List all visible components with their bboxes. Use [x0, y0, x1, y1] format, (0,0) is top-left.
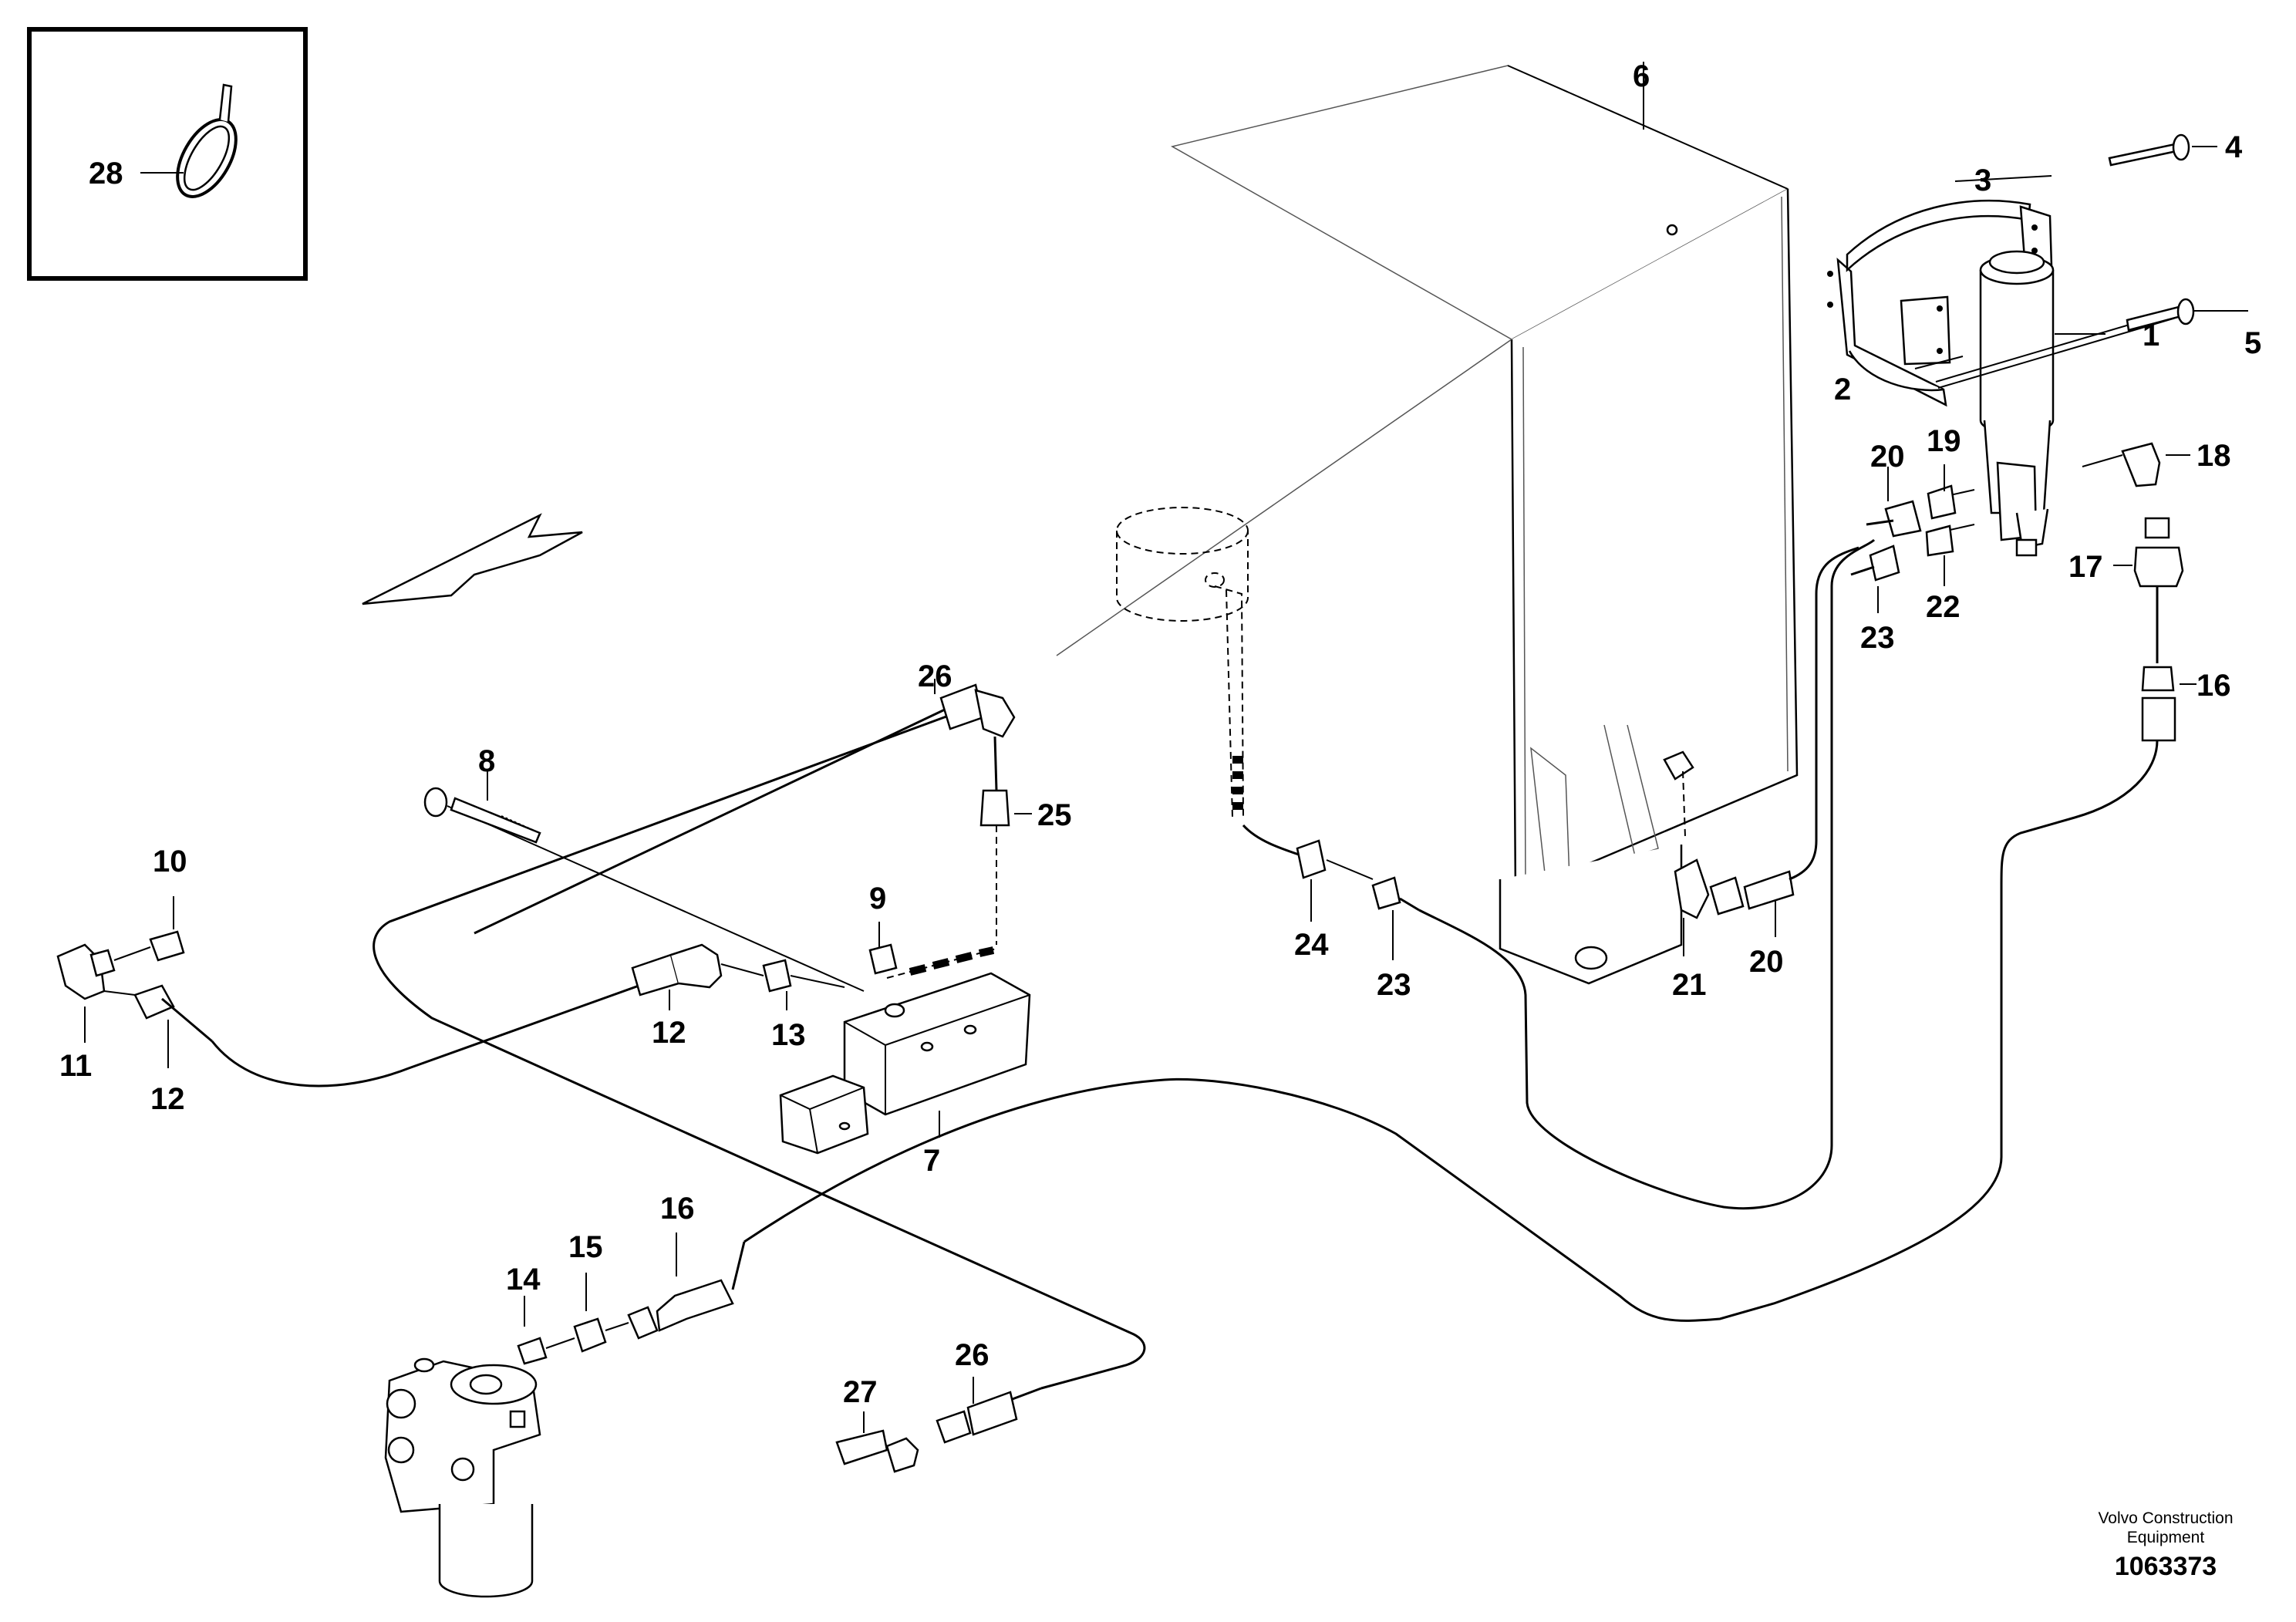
return-filter — [1979, 250, 2106, 557]
fittings-12-13 — [631, 943, 845, 1010]
tank-fittings-lower — [1663, 750, 1795, 956]
callout-5: 5 — [2244, 326, 2261, 360]
callout-12-upper: 12 — [652, 1016, 686, 1050]
credit-line-1: Volvo Construction — [2098, 1509, 2233, 1527]
callout-11: 11 — [59, 1049, 92, 1083]
fitting-18 — [2082, 442, 2190, 487]
callout-4: 4 — [2225, 130, 2243, 164]
credit-line-2: Equipment — [2127, 1529, 2205, 1546]
hose-end-16-right — [2141, 666, 2197, 742]
callout-1: 1 — [2143, 319, 2159, 352]
fittings-upper — [1850, 464, 1975, 613]
hydraulic-tank — [1056, 62, 1799, 985]
callout-23-upper: 23 — [1860, 621, 1895, 655]
callout-19: 19 — [1927, 424, 1961, 458]
callout-22: 22 — [1926, 590, 1961, 624]
cable-tie-icon — [176, 83, 238, 198]
callout-17: 17 — [2068, 550, 2103, 584]
bolt-4 — [2108, 133, 2217, 167]
clamp-bracket — [1827, 175, 2053, 407]
fittings-14-15-16 — [517, 1233, 746, 1365]
callout-labels: 28 6 4 3 5 2 1 18 20 19 17 23 22 16 26 8… — [59, 59, 2261, 1409]
inset-box — [27, 27, 308, 281]
callout-20-upper: 20 — [1870, 440, 1905, 474]
callout-10: 10 — [153, 845, 187, 878]
callout-26-lower: 26 — [955, 1338, 990, 1372]
callout-18: 18 — [2197, 439, 2231, 473]
fittings-10-11-12 — [56, 896, 213, 1068]
callout-21: 21 — [1672, 968, 1707, 1002]
steering-unit — [384, 1357, 541, 1598]
callout-6: 6 — [1633, 59, 1650, 93]
callout-9: 9 — [869, 882, 886, 916]
callout-15: 15 — [568, 1230, 603, 1264]
callout-12-lower: 12 — [150, 1082, 185, 1116]
callout-13: 13 — [771, 1018, 806, 1052]
valve-block — [779, 972, 1031, 1155]
footer: Volvo Construction Equipment 1063373 — [2098, 1509, 2233, 1581]
callout-24: 24 — [1294, 928, 1329, 962]
callout-20-lower: 20 — [1749, 945, 1784, 979]
callout-8: 8 — [478, 744, 495, 778]
hose-26-upper — [474, 679, 1032, 979]
fitting-9 — [868, 922, 898, 975]
callout-25: 25 — [1037, 798, 1072, 832]
document-number: 1063373 — [2115, 1552, 2217, 1581]
callout-26-upper: 26 — [918, 659, 952, 693]
fittings-26-27 — [835, 1377, 1042, 1473]
callout-3: 3 — [1974, 164, 1991, 197]
callout-2: 2 — [1834, 373, 1851, 406]
callout-23-lower: 23 — [1377, 968, 1411, 1002]
callout-16-lower: 16 — [660, 1192, 695, 1226]
bolt-5 — [1935, 298, 2248, 389]
callout-28: 28 — [89, 157, 123, 191]
callout-7: 7 — [923, 1144, 940, 1178]
callout-14: 14 — [506, 1263, 541, 1297]
tank-line-fittings — [1242, 824, 1420, 960]
callout-16-right: 16 — [2197, 669, 2231, 703]
direction-arrow-icon — [362, 513, 583, 605]
callout-27: 27 — [843, 1375, 878, 1409]
fitting-17 — [2113, 517, 2184, 663]
bolt-8 — [423, 771, 865, 992]
dashed-reservoir — [1116, 507, 1249, 818]
hose-routing — [211, 538, 2159, 1390]
